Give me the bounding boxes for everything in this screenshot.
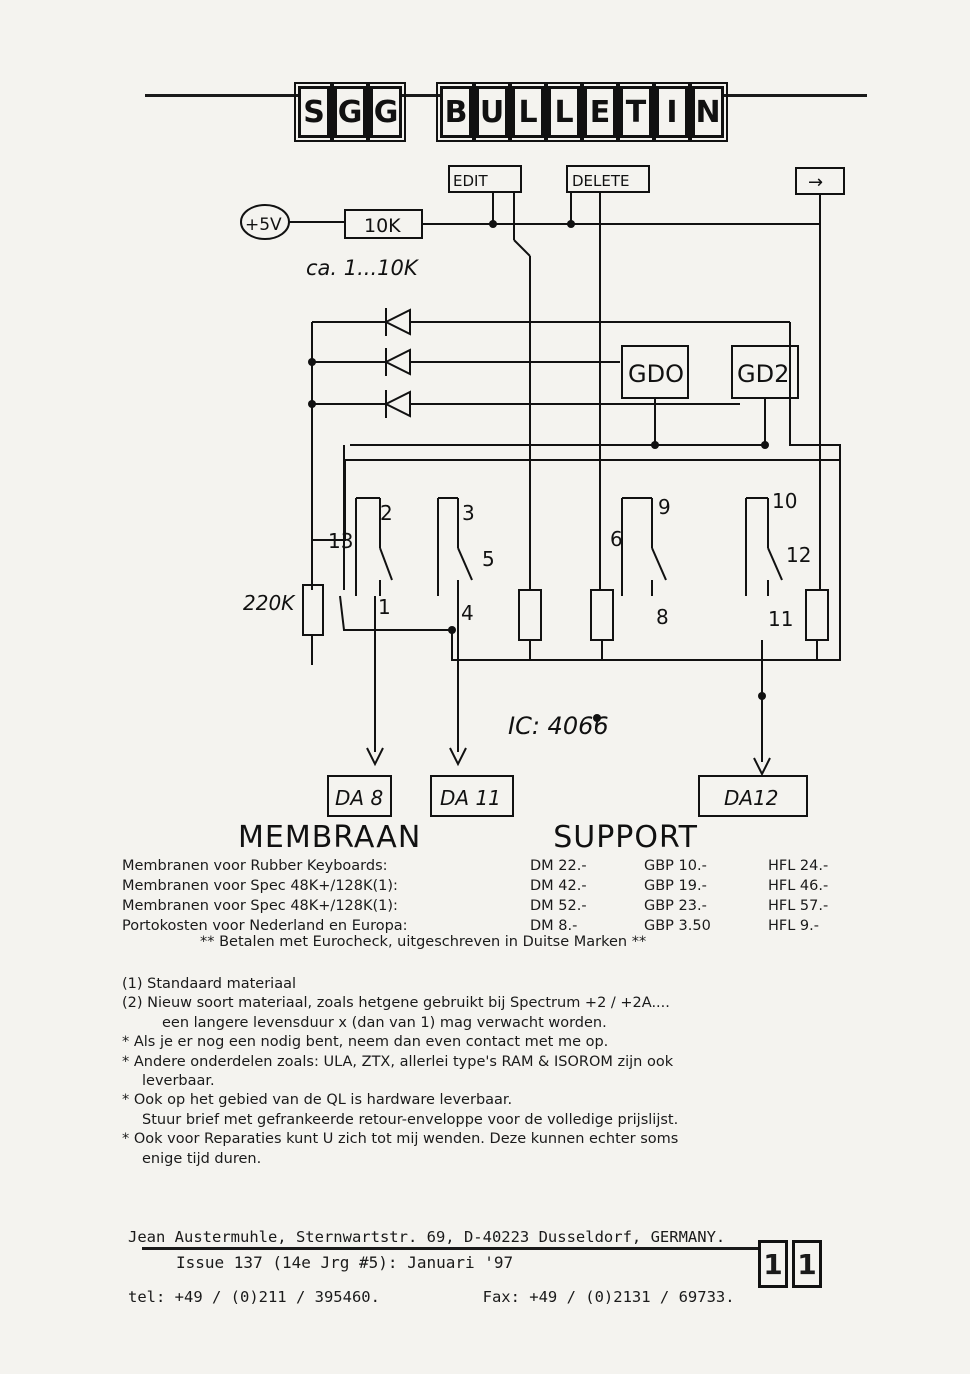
- r220k-label: 220K: [243, 591, 296, 615]
- gdo-label: GDO: [628, 360, 684, 388]
- price-hfl: HFL 24.-: [768, 858, 829, 874]
- pin-label: 9: [658, 495, 671, 519]
- pin-label: 10: [772, 489, 797, 513]
- masthead-letter: G: [330, 82, 370, 142]
- price-dm: DM 22.-: [530, 858, 587, 874]
- pin-label: 2: [380, 501, 393, 525]
- page-digit: 1: [792, 1240, 822, 1288]
- title-left: MEMBRAAN: [238, 820, 422, 855]
- pin-label: 3: [462, 501, 475, 525]
- key-delete-box: [566, 165, 650, 193]
- price-gbp: GBP 23.-: [644, 898, 707, 914]
- price-dm: DM 42.-: [530, 878, 587, 894]
- pin-label: 4: [461, 601, 474, 625]
- page-digit: 1: [758, 1240, 788, 1288]
- masthead-letter: U: [472, 82, 512, 142]
- address-line: Jean Austermuhle, Sternwartstr. 69, D-40…: [128, 1228, 726, 1246]
- note-line: leverbaar.: [142, 1073, 215, 1090]
- key-edit-label: EDIT: [453, 172, 488, 190]
- page-number: 1 1: [758, 1240, 826, 1288]
- pin-label: 5: [482, 547, 495, 571]
- contact-phone-fax: tel: +49 / (0)211 / 395460. Fax: +49 / (…: [128, 1288, 735, 1306]
- pin-label: 8: [656, 605, 669, 629]
- output-da8-box: [327, 775, 392, 817]
- pin-label: 11: [768, 607, 793, 631]
- supply-label: +5V: [245, 215, 282, 235]
- resistor-220k: [302, 584, 324, 636]
- price-gbp: GBP 10.-: [644, 858, 707, 874]
- key-delete-label: DELETE: [572, 172, 630, 190]
- pin-label: 1: [378, 595, 391, 619]
- output-da12-label: DA12: [724, 786, 779, 810]
- price-hfl: HFL 46.-: [768, 878, 829, 894]
- price-label: Membranen voor Spec 48K+/128K(1):: [122, 878, 398, 894]
- arrow-icon: →: [808, 172, 823, 193]
- pin-label: 6: [610, 527, 623, 551]
- payment-note: ** Betalen met Eurocheck, uitgeschreven …: [200, 934, 647, 950]
- price-dm: DM 8.-: [530, 918, 578, 934]
- resistor: [590, 589, 614, 641]
- notes-list: (1) Standaard materiaal (2) Nieuw soort …: [122, 975, 870, 1169]
- price-gbp: GBP 3.50: [644, 918, 711, 934]
- masthead-letter: L: [508, 82, 548, 142]
- ic-label: IC: 4066: [508, 712, 609, 740]
- resistor: [805, 589, 829, 641]
- note-line: * Ook voor Reparaties kunt U zich tot mi…: [122, 1131, 679, 1148]
- issue-info: Issue 137 (14e Jrg #5): Januari '97: [176, 1253, 514, 1272]
- footer-rule: [142, 1247, 758, 1250]
- note-line: (1) Standaard materiaal: [122, 976, 297, 992]
- diode-3: [383, 390, 411, 418]
- price-hfl: HFL 9.-: [768, 918, 819, 934]
- masthead-letter: I: [652, 82, 692, 142]
- resistor-note: ca. 1...10K: [306, 256, 420, 280]
- note-line: * Ook op het gebied van de QL is hardwar…: [122, 1092, 513, 1109]
- price-hfl: HFL 57.-: [768, 898, 829, 914]
- membraan-support-title: MEMBRAAN SUPPORT: [238, 820, 698, 855]
- note-line: Stuur brief met gefrankeerde retour-enve…: [142, 1111, 679, 1128]
- pin-label: 12: [786, 543, 811, 567]
- masthead-letter: T: [616, 82, 656, 142]
- note-line: een langere levensduur x (dan van 1) mag…: [162, 1014, 607, 1031]
- output-da8-label: DA 8: [335, 786, 383, 810]
- note-line: (2) Nieuw soort materiaal, zoals hetgene…: [122, 995, 670, 1012]
- price-gbp: GBP 19.-: [644, 878, 707, 894]
- output-da11-box: [430, 775, 514, 817]
- price-label: Portokosten voor Nederland en Europa:: [122, 918, 408, 934]
- resistor: [518, 589, 542, 641]
- pin-label: 13: [328, 529, 353, 553]
- title-right: SUPPORT: [553, 820, 698, 855]
- diode-1: [383, 308, 411, 336]
- diode-2: [383, 348, 411, 376]
- masthead-letter: S: [294, 82, 334, 142]
- price-label: Membranen voor Rubber Keyboards:: [122, 858, 388, 874]
- contact-address: Jean Austermuhle, Sternwartstr. 69, D-40…: [128, 1187, 735, 1347]
- price-label: Membranen voor Spec 48K+/128K(1):: [122, 898, 398, 914]
- masthead: S G G B U L L E T I N: [294, 82, 728, 142]
- output-da12-box: [698, 775, 808, 817]
- masthead-letter: L: [544, 82, 584, 142]
- note-line: enige tijd duren.: [142, 1150, 262, 1167]
- key-edit-box: [448, 165, 522, 193]
- masthead-letter: E: [580, 82, 620, 142]
- masthead-letter: B: [436, 82, 476, 142]
- masthead-letter: G: [366, 82, 406, 142]
- masthead-letter: N: [688, 82, 728, 142]
- gd2-label: GD2: [737, 360, 789, 388]
- note-line: * Als je er nog een nodig bent, neem dan…: [122, 1034, 609, 1051]
- price-dm: DM 52.-: [530, 898, 587, 914]
- output-da11-label: DA 11: [440, 786, 501, 810]
- note-line: * Andere onderdelen zoals: ULA, ZTX, all…: [122, 1053, 674, 1070]
- resistor-label: 10K: [364, 215, 401, 237]
